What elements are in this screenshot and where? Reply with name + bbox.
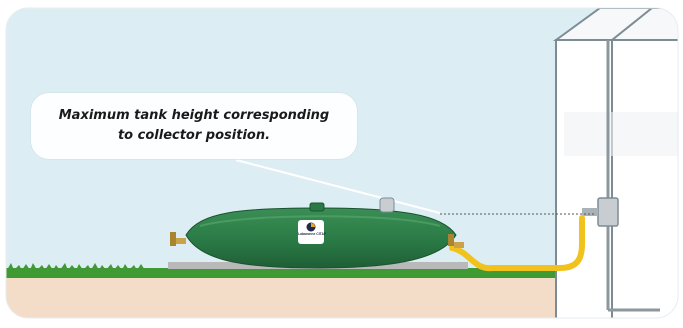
tank-brand-badge: Labaronne CITAF <box>298 220 327 244</box>
grass <box>6 268 560 278</box>
labaronne-logo-icon <box>306 222 316 232</box>
tank-brand-label: Labaronne CITAF <box>298 232 327 236</box>
callout-text: Maximum tank height corresponding to col… <box>58 108 330 143</box>
yellow-hose <box>449 215 585 272</box>
collector-icon <box>582 40 660 312</box>
callout-box: Maximum tank height corresponding to col… <box>31 93 357 159</box>
tank-cap <box>309 202 325 212</box>
left-fitting <box>170 232 186 246</box>
house <box>552 8 678 318</box>
right-fitting <box>448 234 464 248</box>
valve-icon <box>379 197 395 213</box>
grass-blades <box>6 263 150 270</box>
callout-pointer <box>235 159 441 214</box>
